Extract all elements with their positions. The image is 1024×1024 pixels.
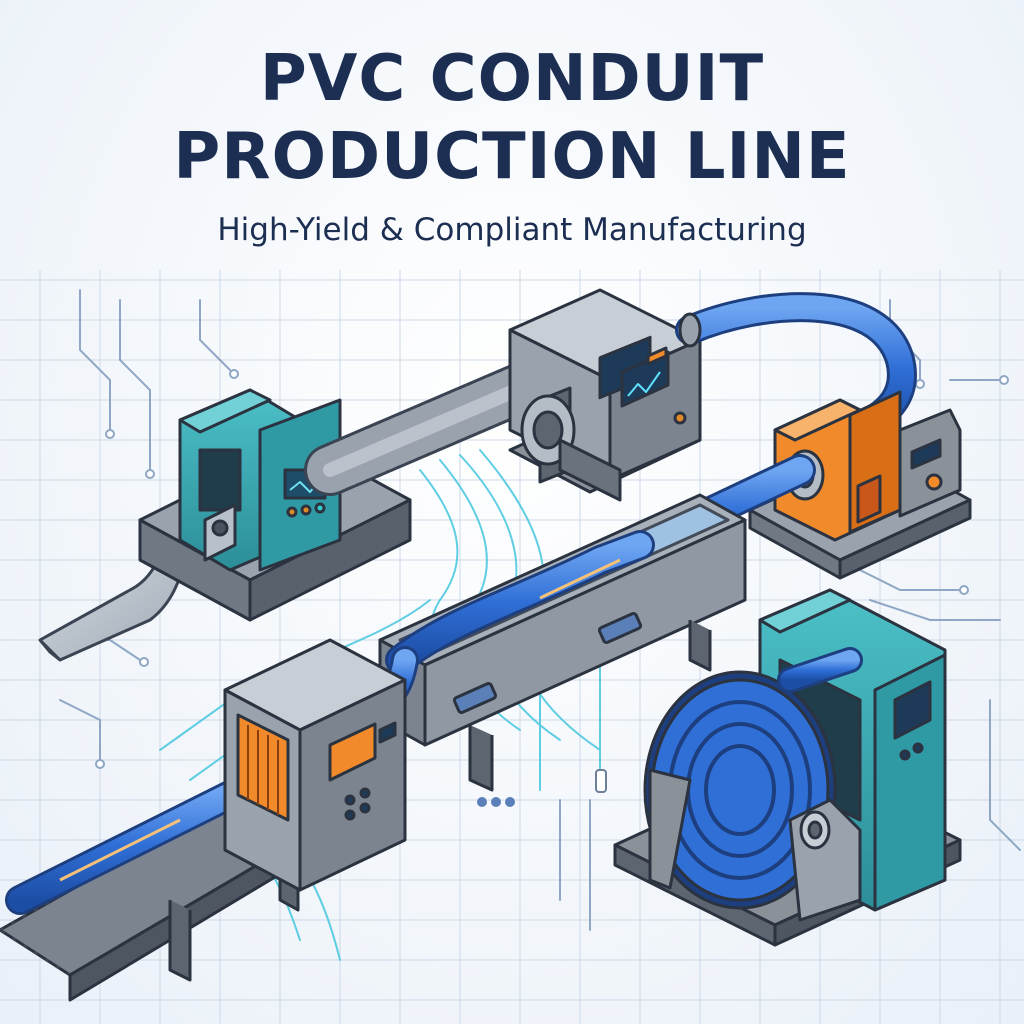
heater-machine-icon — [223, 638, 407, 892]
extruder-machine-icon — [508, 288, 702, 502]
title-line-2: PRODUCTION LINE — [173, 120, 851, 194]
corrugator-icon — [304, 354, 566, 496]
header: PVC CONDUIT PRODUCTION LINE High-Yield &… — [0, 40, 1024, 250]
forming-machine-icon — [138, 388, 412, 622]
title-line-1: PVC CONDUIT — [259, 42, 765, 116]
cooling-tank-icon — [378, 493, 747, 792]
subtitle: High-Yield & Compliant Manufacturing — [217, 212, 807, 248]
coiler-machine-icon — [613, 588, 962, 947]
page-title: PVC CONDUIT PRODUCTION LINE — [0, 40, 1024, 196]
